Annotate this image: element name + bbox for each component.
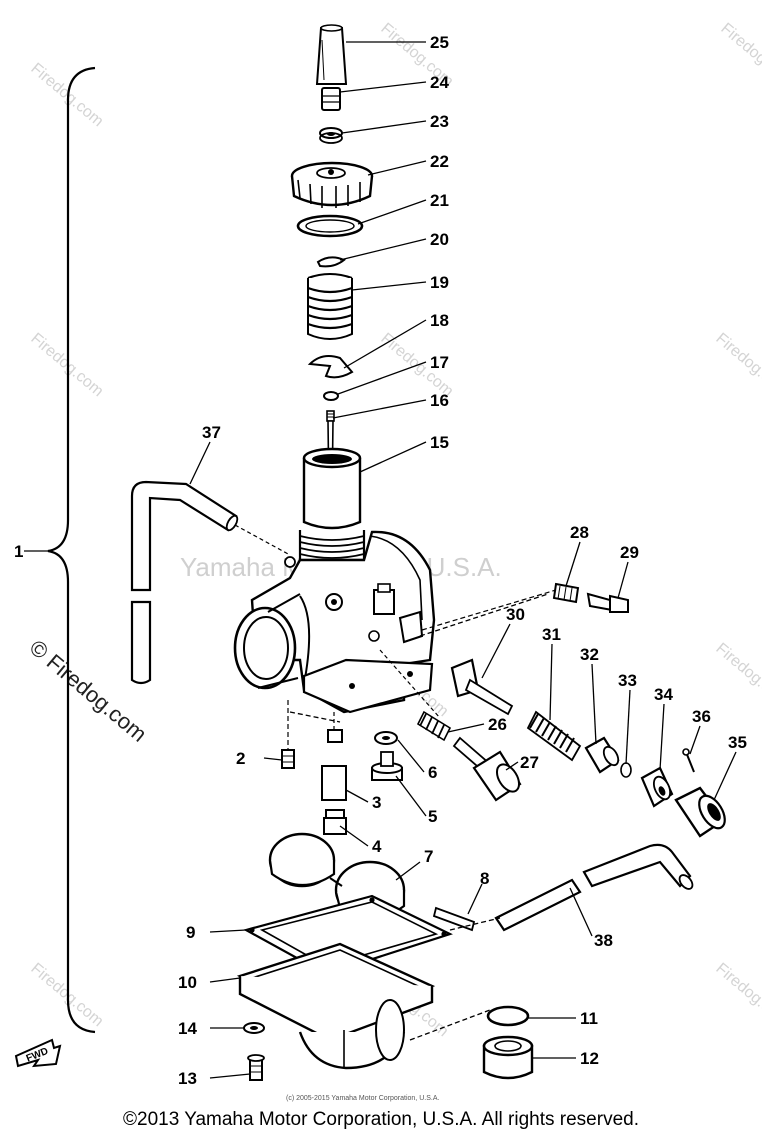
part-2-screw	[281, 749, 295, 769]
callout-37: 37	[202, 423, 221, 442]
callout-9: 9	[186, 923, 195, 942]
callout-33: 33	[618, 671, 637, 690]
part-10-float-chamber	[236, 942, 436, 1070]
callout-13: 13	[178, 1069, 197, 1088]
part-31-spring	[526, 710, 582, 762]
leader-lines	[24, 41, 737, 1079]
part-27-throttle-stop-screw	[452, 736, 522, 802]
assembly-bracket	[47, 66, 96, 1034]
part-13-screw	[247, 1054, 265, 1081]
callout-5: 5	[428, 807, 437, 826]
part-4-main-jet-holder	[321, 729, 347, 835]
callout-28: 28	[570, 523, 589, 542]
callout-1: 1	[14, 542, 23, 561]
part-9-gasket	[243, 894, 453, 976]
part-14-washer	[243, 1022, 265, 1034]
part-6-washer	[374, 731, 398, 745]
callout-10: 10	[178, 973, 197, 992]
callout-7: 7	[424, 847, 433, 866]
part-19-spring	[307, 273, 353, 340]
callout-30: 30	[506, 605, 525, 624]
callout-20: 20	[430, 230, 449, 249]
part-17-clip	[323, 391, 339, 401]
callout-21: 21	[430, 191, 449, 210]
callout-35: 35	[728, 733, 747, 752]
callout-11: 11	[580, 1009, 598, 1028]
callout-14: 14	[178, 1019, 197, 1038]
part-15-throttle-valve	[302, 447, 362, 530]
part-23-locknut	[319, 127, 343, 144]
fine-print: (c) 2005-2015 Yamaha Motor Corporation, …	[286, 1095, 439, 1102]
part-35-knob	[674, 786, 726, 838]
callout-22: 22	[430, 152, 449, 171]
callout-labels: 25 24 23 22 21 20 19 18 17 16 15 37 1 28…	[14, 33, 747, 1088]
callout-27: 27	[520, 753, 539, 772]
part-8-float-pin	[432, 906, 476, 932]
callout-12: 12	[580, 1049, 599, 1068]
callout-26: 26	[488, 715, 507, 734]
callout-8: 8	[480, 869, 489, 888]
callout-17: 17	[430, 353, 449, 372]
callout-15: 15	[430, 433, 449, 452]
part-11-o-ring	[486, 1005, 530, 1027]
callout-34: 34	[654, 685, 673, 704]
part-5-plug	[371, 751, 403, 781]
copyright-notice: ©2013 Yamaha Motor Corporation, U.S.A. A…	[123, 1109, 639, 1130]
leader-dash-26	[379, 649, 441, 719]
callout-36: 36	[692, 707, 711, 726]
watermark-top-right: Firedog.com	[717, 20, 762, 90]
fwd-arrow-icon: FWD	[14, 1038, 62, 1068]
part-34-cap	[640, 766, 674, 808]
watermark-lower-right: Firedog.com	[712, 640, 762, 710]
part-12-drain-plug	[482, 1035, 534, 1080]
part-20-plate	[316, 256, 346, 268]
part-32-nut	[584, 736, 620, 774]
part-24-adjuster	[321, 87, 341, 111]
callout-32: 32	[580, 645, 599, 664]
callout-4: 4	[372, 837, 382, 856]
callout-2: 2	[236, 749, 245, 768]
watermark-mid-right: Firedog.com	[712, 330, 762, 400]
callout-3: 3	[372, 793, 381, 812]
callout-29: 29	[620, 543, 639, 562]
leader-dash-28	[421, 589, 557, 631]
callout-31: 31	[542, 625, 561, 644]
callout-38: 38	[594, 931, 613, 950]
part-37-vent-hose	[130, 480, 291, 685]
part-30-plunger	[450, 658, 514, 716]
part-29-pilot-screw	[586, 592, 629, 613]
callout-25: 25	[430, 33, 449, 52]
callout-19: 19	[430, 273, 449, 292]
callout-16: 16	[430, 391, 449, 410]
callout-18: 18	[430, 311, 449, 330]
part-28-set-screw	[552, 582, 580, 604]
part-38-overflow-hose	[494, 843, 694, 932]
part-26-spring	[416, 710, 452, 742]
callout-24: 24	[430, 73, 449, 92]
part-36-pin	[682, 748, 695, 773]
watermark-bottom-right: Firedog.com	[712, 960, 762, 1030]
part-21-gasket	[296, 214, 364, 238]
carburetor-body	[233, 530, 436, 714]
callout-6: 6	[428, 763, 437, 782]
part-25-cap	[315, 24, 348, 85]
part-18-clip	[307, 355, 354, 379]
part-33-washer	[620, 762, 632, 778]
callout-23: 23	[430, 112, 449, 131]
part-22-top-cap	[290, 161, 374, 208]
